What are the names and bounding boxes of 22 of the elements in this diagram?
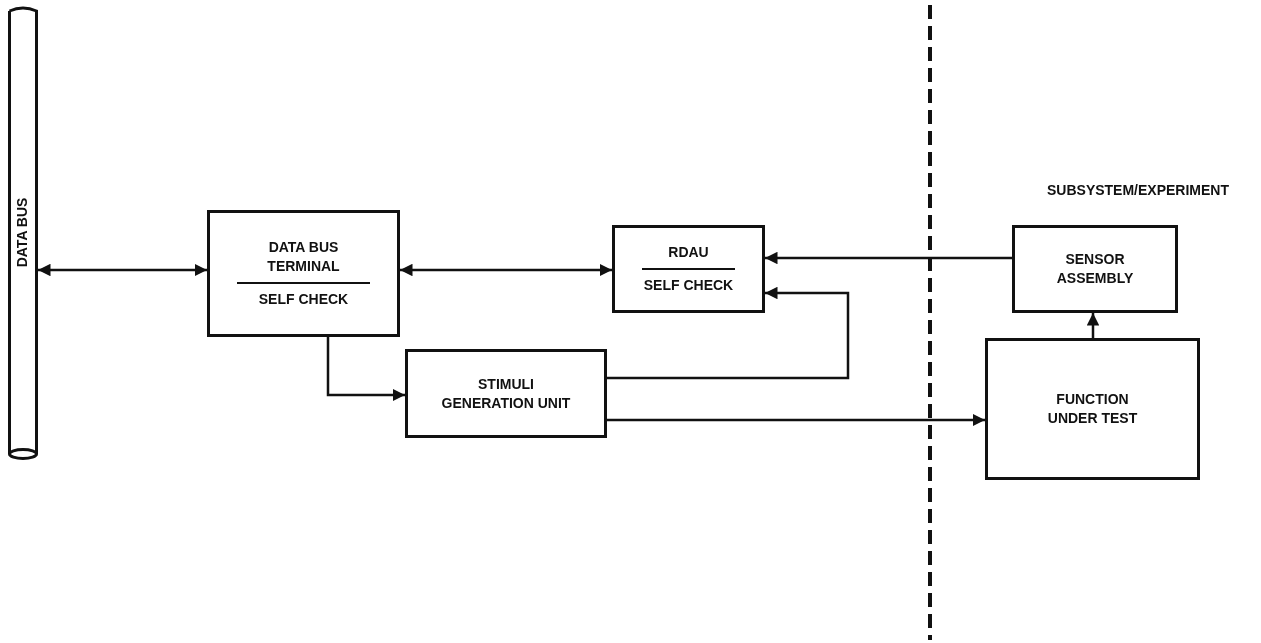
process-box <box>1012 225 1178 313</box>
box-label: STIMULI GENERATION UNIT <box>441 374 571 413</box>
box-label: FUNCTION UNDER TEST <box>1046 390 1139 428</box>
data-bus-pipe <box>8 5 38 460</box>
box-label: SELF CHECK <box>258 289 349 309</box>
box-label: SENSOR ASSEMBLY <box>1055 250 1135 288</box>
bus-label: DATA BUS <box>13 197 32 268</box>
box-label: SELF CHECK <box>643 276 734 295</box>
arrow <box>326 337 405 402</box>
arrow <box>607 413 985 427</box>
arrow <box>38 263 207 277</box>
arrow <box>607 286 850 380</box>
process-box <box>985 338 1200 480</box>
box-label: RDAU <box>668 243 709 262</box>
process-box <box>612 225 765 313</box>
region-label: SUBSYSTEM/EXPERIMENT <box>1047 182 1230 198</box>
process-box <box>405 349 607 438</box>
box-label: DATA BUS TERMINAL <box>266 238 341 276</box>
arrow <box>400 263 612 277</box>
process-box <box>207 210 400 337</box>
arrow <box>765 251 1012 265</box>
arrow <box>1086 313 1100 338</box>
